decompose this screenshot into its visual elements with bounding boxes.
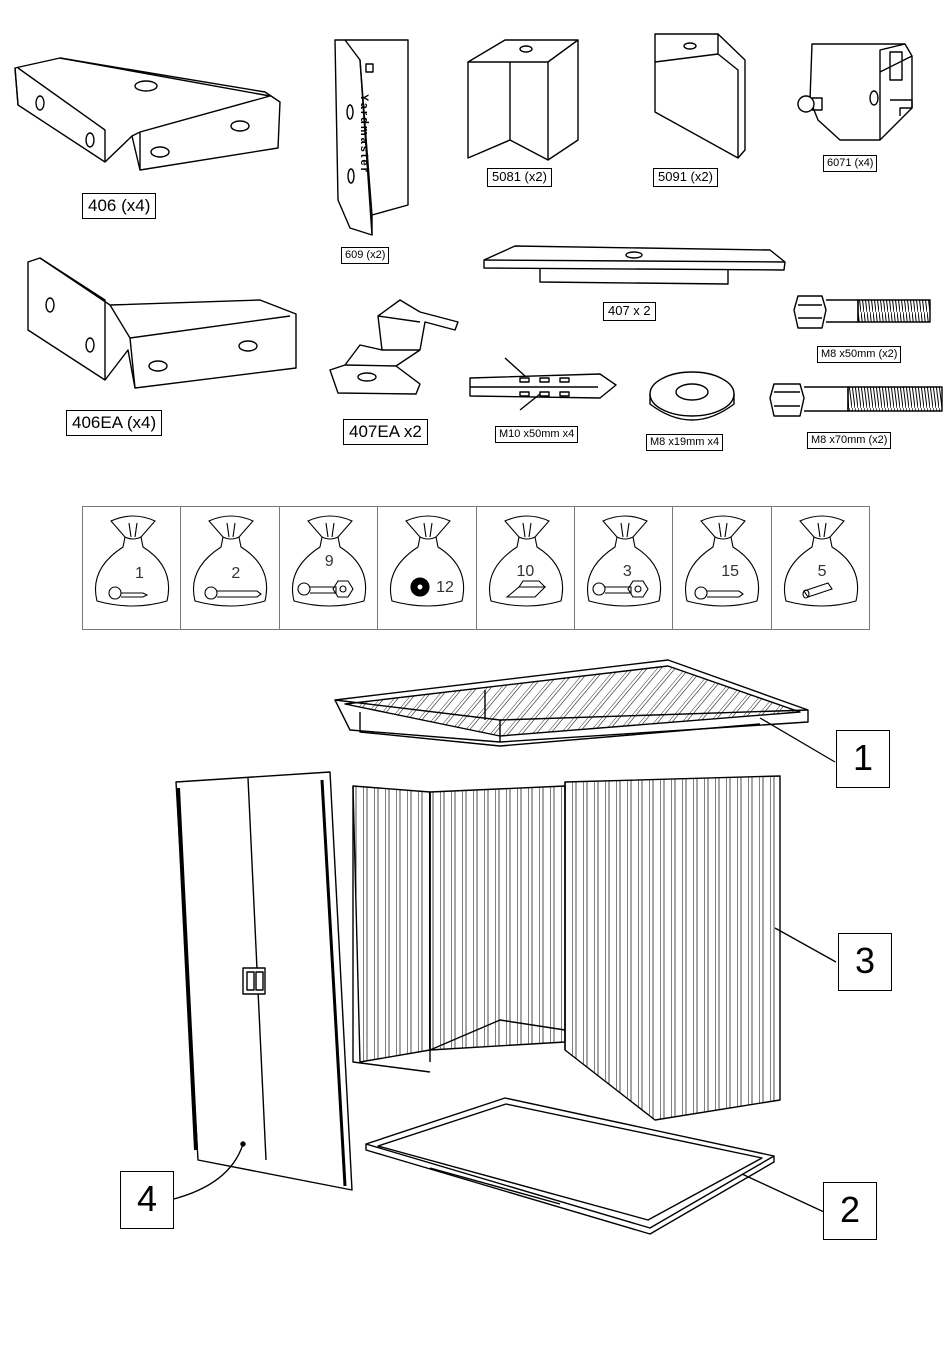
clip-407EA-drawing xyxy=(330,300,458,394)
washer-M8-drawing xyxy=(650,372,734,420)
part-label-M10-anchor: M10 x50mm x4 xyxy=(495,426,578,443)
yardmaster-imprint: Yardmaster xyxy=(358,94,370,204)
bag-number: 3 xyxy=(623,563,632,581)
anchor-M10-drawing xyxy=(470,358,616,410)
part-label-406EA: 406EA (x4) xyxy=(66,410,162,436)
bag-number: 9 xyxy=(325,553,334,571)
bag-cell: 5 xyxy=(772,507,869,629)
part-label-407EA: 407EA x2 xyxy=(343,419,428,445)
bag-cell: 12 xyxy=(378,507,476,629)
bag-cell: 10 xyxy=(477,507,575,629)
part-label-406: 406 (x4) xyxy=(82,193,156,219)
bag-number: 12 xyxy=(436,579,454,597)
callout-door: 4 xyxy=(120,1171,174,1229)
plate-407-drawing xyxy=(484,246,785,284)
bag-cell: 9 xyxy=(280,507,378,629)
part-label-609: 609 (x2) xyxy=(341,247,389,264)
part-label-6071: 6071 (x4) xyxy=(823,155,877,172)
bolt-M8x50-drawing xyxy=(794,296,930,328)
bag-number: 1 xyxy=(135,565,144,583)
part-5081-drawing xyxy=(468,40,578,160)
bracket-406-drawing xyxy=(15,58,280,170)
fixing-bags-table: 1 2 9 12 10 xyxy=(82,506,870,630)
bag-icon xyxy=(378,507,476,629)
bag-number: 15 xyxy=(721,563,739,581)
bag-icon xyxy=(181,507,279,629)
part-label-407: 407 x 2 xyxy=(603,302,656,321)
bag-number: 5 xyxy=(818,563,827,581)
bag-number: 10 xyxy=(517,563,535,581)
floor-frame-drawing xyxy=(366,1098,824,1234)
bracket-406EA-drawing xyxy=(28,258,296,388)
part-5091-drawing xyxy=(655,34,745,158)
part-label-5091: 5091 (x2) xyxy=(653,168,718,187)
callout-roof: 1 xyxy=(836,730,890,788)
part-label-M8x50-bolt: M8 x50mm (x2) xyxy=(817,346,901,363)
part-609-drawing xyxy=(335,40,408,235)
bag-cell: 2 xyxy=(181,507,279,629)
part-label-M8-washer: M8 x19mm x4 xyxy=(646,434,723,451)
part-6071-drawing xyxy=(798,44,912,140)
roof-assembly-drawing xyxy=(335,660,835,762)
bag-icon xyxy=(83,507,181,629)
bag-cell: 3 xyxy=(575,507,673,629)
part-label-M8x70-bolt: M8 x70mm (x2) xyxy=(807,432,891,449)
part-label-5081: 5081 (x2) xyxy=(487,168,552,187)
wall-assembly-drawing xyxy=(353,776,836,1120)
door-assembly-drawing xyxy=(170,772,352,1200)
callout-floor: 2 xyxy=(823,1182,877,1240)
callout-walls: 3 xyxy=(838,933,892,991)
bag-cell: 15 xyxy=(673,507,771,629)
bolt-M8x70-drawing xyxy=(770,384,942,416)
bag-number: 2 xyxy=(231,565,240,583)
bag-cell: 1 xyxy=(83,507,181,629)
